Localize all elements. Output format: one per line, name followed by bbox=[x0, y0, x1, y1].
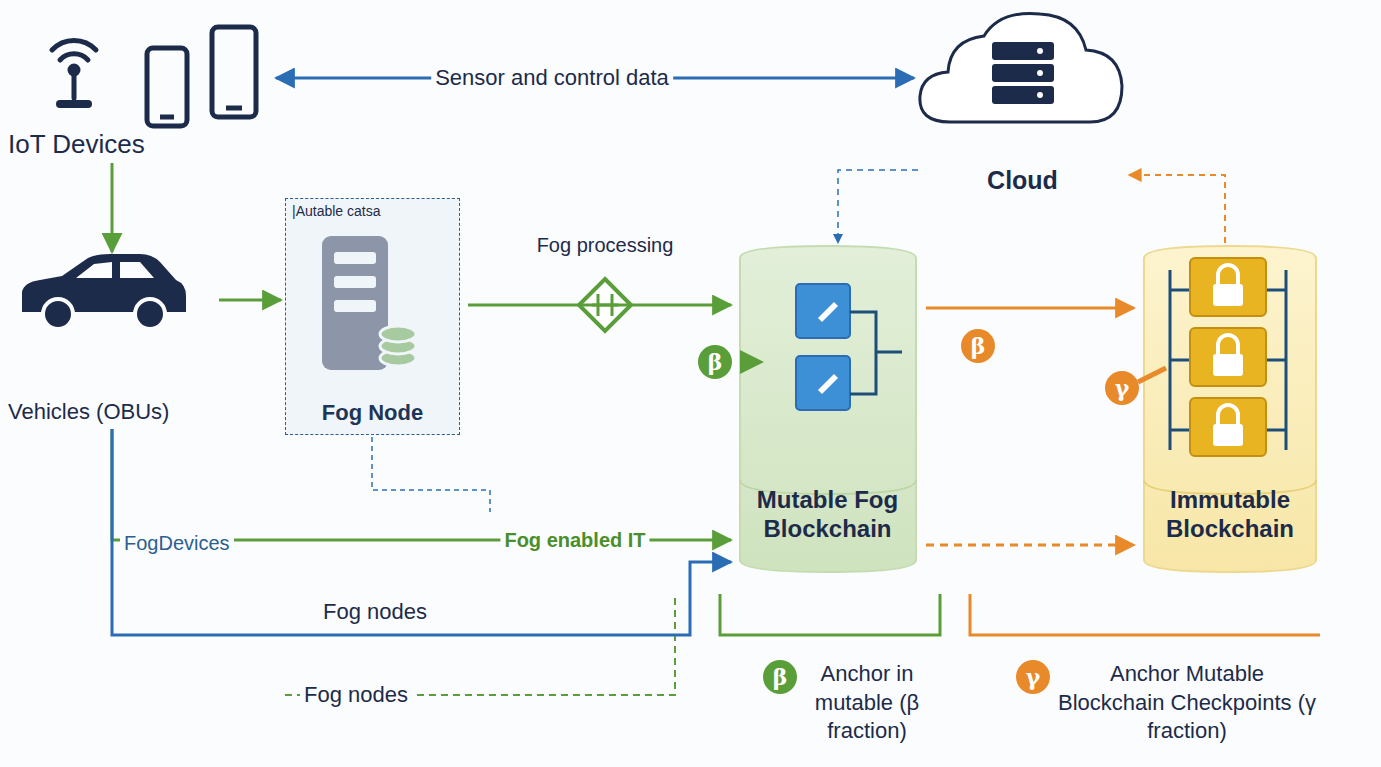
illustration-part bbox=[992, 86, 1054, 104]
illustration-part bbox=[226, 106, 242, 111]
gamma-pointer bbox=[1138, 368, 1166, 382]
connector bbox=[112, 429, 731, 540]
illustration-part bbox=[1037, 48, 1043, 54]
node-title: Vehicles (OBUs) bbox=[8, 399, 169, 425]
illustration-part bbox=[52, 40, 96, 50]
illustration-part bbox=[920, 13, 1122, 122]
connector bbox=[111, 163, 114, 252]
connector bbox=[926, 544, 1134, 547]
illustration-part bbox=[1037, 70, 1043, 76]
anchor-note: Anchor Mutable Blockchain Checkpoints (γ… bbox=[1058, 660, 1316, 746]
illustration-part bbox=[1190, 398, 1266, 456]
node-caption: |Autable catsa bbox=[292, 203, 453, 220]
car-icon bbox=[22, 254, 186, 329]
edge-label: Fog enabled IT bbox=[500, 528, 649, 553]
illustration-part bbox=[1218, 335, 1238, 354]
illustration-part bbox=[1218, 405, 1238, 424]
node-title: IoT Devices bbox=[8, 129, 145, 160]
illustration-part bbox=[1213, 424, 1243, 446]
edge-label: Sensor and control data bbox=[431, 64, 673, 92]
illustration-part bbox=[1213, 354, 1243, 376]
illustration-part bbox=[43, 299, 73, 329]
illustration-part bbox=[1190, 328, 1266, 386]
gamma-bracket bbox=[970, 594, 1320, 635]
blockchain-cylinder: Mutable Fog Blockchain bbox=[735, 245, 920, 570]
line-label: FogDevices bbox=[120, 529, 234, 557]
connector bbox=[219, 299, 281, 302]
lock-block-icons bbox=[1170, 258, 1286, 456]
illustration-part bbox=[992, 64, 1054, 82]
fog-node-box: |Autable catsaFog Node bbox=[285, 198, 460, 435]
illustration-part bbox=[1218, 265, 1238, 284]
node-title: Fog Node bbox=[292, 400, 453, 426]
vehicle-group: Vehicles (OBUs) bbox=[8, 255, 213, 425]
device-group: IoT Devices bbox=[8, 25, 270, 160]
beta-badge: β bbox=[698, 345, 732, 379]
illustration-part bbox=[1037, 92, 1043, 98]
edge-label: Fog nodes bbox=[319, 598, 431, 626]
illustration-part bbox=[76, 262, 154, 278]
edge-label: Fog processing bbox=[533, 233, 678, 258]
illustration-part bbox=[135, 299, 165, 329]
cloud-icon bbox=[920, 13, 1122, 122]
connector bbox=[838, 170, 918, 243]
phone-icon bbox=[147, 27, 256, 126]
illustration-part bbox=[1213, 284, 1243, 306]
gamma-badge: γ bbox=[1105, 371, 1139, 405]
illustration-part bbox=[740, 246, 916, 572]
connector bbox=[468, 304, 731, 307]
illustration-part bbox=[147, 48, 187, 126]
beta-pointer bbox=[740, 350, 764, 374]
illustration-part bbox=[818, 302, 838, 394]
illustration-part bbox=[796, 284, 850, 338]
illustration-part bbox=[212, 27, 256, 117]
illustration-part bbox=[72, 72, 77, 98]
connector bbox=[1129, 175, 1225, 243]
illustration-part bbox=[60, 100, 88, 108]
fog-node-leader bbox=[372, 437, 490, 512]
illustration-part bbox=[160, 115, 174, 120]
beta-badge: β bbox=[961, 329, 995, 363]
node-title: Mutable Fog Blockchain bbox=[741, 486, 914, 544]
illustration-part bbox=[60, 54, 88, 60]
node-title: Immutable Blockchain bbox=[1146, 486, 1314, 544]
mutable-block-icon bbox=[796, 284, 902, 410]
blockchain-cylinder: Immutable Blockchain bbox=[1140, 245, 1320, 570]
antenna-icon bbox=[52, 40, 96, 104]
illustration-part bbox=[1144, 246, 1316, 572]
gamma-badge: γ bbox=[1016, 660, 1050, 694]
anchor-note: Anchor in mutable (β fraction) bbox=[803, 660, 931, 746]
cloud-node: Cloud bbox=[920, 20, 1125, 195]
illustration-part bbox=[1190, 258, 1266, 456]
illustration-part bbox=[1190, 258, 1266, 316]
illustration-part bbox=[796, 356, 850, 410]
mutable-cylinder bbox=[740, 246, 916, 572]
illustration-part bbox=[850, 312, 902, 394]
immutable-cylinder bbox=[1144, 246, 1316, 572]
node-title: Cloud bbox=[987, 165, 1058, 195]
connector bbox=[926, 307, 1134, 310]
line-label: Fog nodes bbox=[300, 680, 412, 711]
beta-bracket bbox=[720, 594, 940, 635]
connector bbox=[112, 429, 731, 635]
beta-badge: β bbox=[763, 660, 797, 694]
illustration-part bbox=[992, 42, 1054, 60]
